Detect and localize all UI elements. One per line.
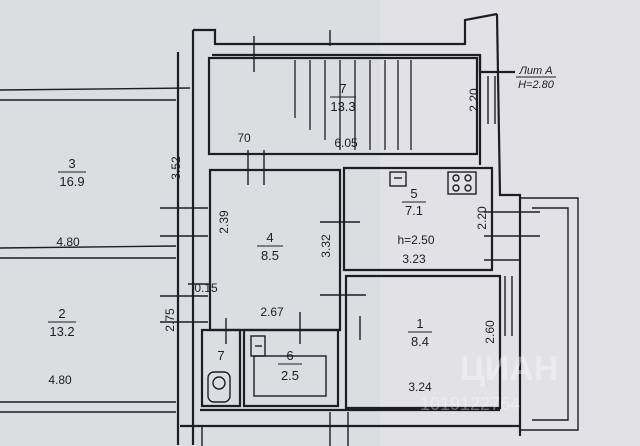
room-5-height-note: h=2.50: [397, 233, 434, 247]
dimension-labels: 2.20 70 6.05 3.52 2.39 3.32 2.20 4.80 3.…: [48, 88, 497, 394]
dim-220-mid: 2.20: [475, 206, 489, 230]
dim-267: 2.67: [260, 305, 284, 319]
dim-015: 0.15: [194, 281, 218, 295]
liter-label: Лит А: [518, 65, 552, 77]
room-2-area: 13.2: [49, 324, 74, 339]
stair-steps: [294, 60, 412, 150]
room-3-number: 3: [68, 156, 75, 171]
dim-239: 2.39: [217, 210, 231, 234]
ceiling-height-label: H=2.80: [518, 79, 555, 91]
room-1-area: 8.4: [411, 334, 429, 349]
dim-605: 6.05: [334, 136, 358, 150]
plan-header: Лит А H=2.80: [516, 65, 556, 91]
room-2-number: 2: [58, 306, 65, 321]
room-7-stair-area: 13.3: [330, 99, 355, 114]
room-7-wc-number: 7: [217, 348, 224, 363]
dim-323: 3.23: [402, 252, 426, 266]
dim-275: 2.75: [163, 308, 177, 332]
watermark-code: 1019122764: [420, 394, 520, 414]
room-4-number: 4: [266, 230, 273, 245]
room-5-area: 7.1: [405, 203, 423, 218]
room-7-stair-number: 7: [339, 81, 346, 96]
dim-352: 3.52: [169, 156, 183, 180]
room-labels: 7 13.3 3 16.9 2 13.2 4 8.5 5 7.1 h=2.50 …: [48, 81, 435, 383]
room-5-number: 5: [410, 186, 417, 201]
dim-480-bottom: 4.80: [48, 373, 72, 387]
room-1-number: 1: [416, 316, 423, 331]
dim-70: 70: [237, 131, 251, 145]
dim-332: 3.32: [319, 234, 333, 258]
dim-324: 3.24: [408, 380, 432, 394]
room-4-area: 8.5: [261, 248, 279, 263]
room-6-number: 6: [286, 348, 293, 363]
dim-260: 2.60: [483, 320, 497, 344]
outer-walls: [0, 12, 579, 446]
room-6-area: 2.5: [281, 368, 299, 383]
dim-220-top: 2.20: [467, 88, 481, 112]
watermark-brand: ЦИАН: [460, 350, 558, 388]
room-3-area: 16.9: [59, 174, 84, 189]
watermark: ЦИАН 1019122764: [420, 350, 558, 414]
paper-highlight: [380, 0, 640, 446]
stairwell: [207, 30, 479, 185]
dim-480-top: 4.80: [56, 235, 80, 249]
interior-walls: [160, 76, 540, 410]
